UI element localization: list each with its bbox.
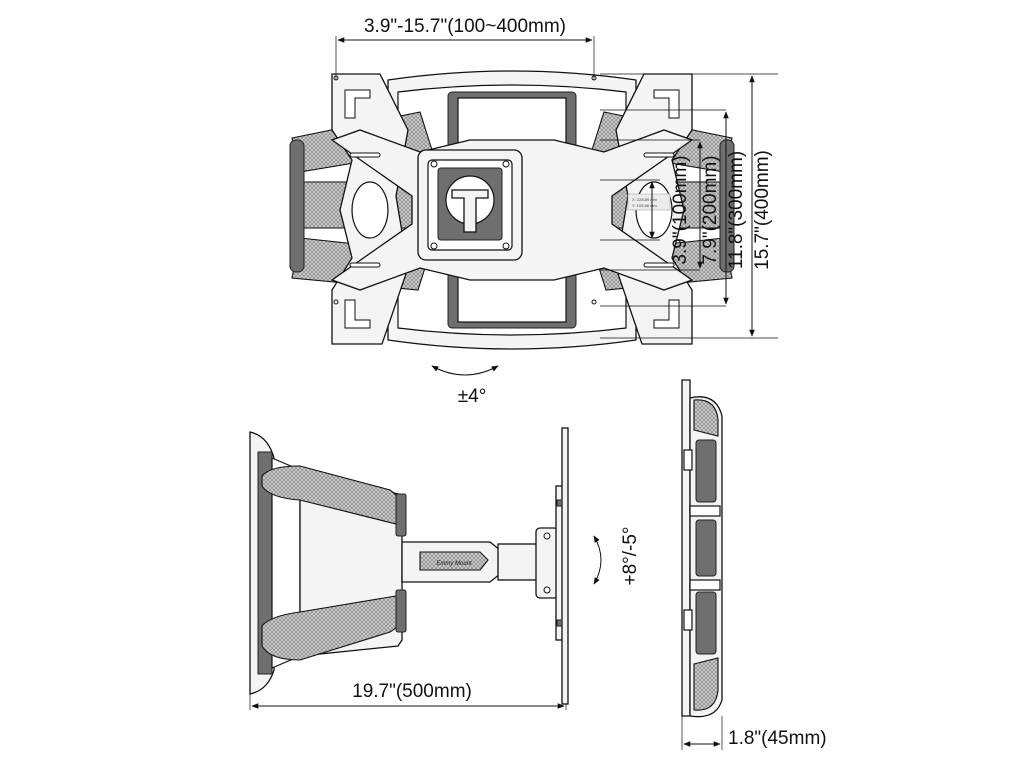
coordinate-y-value: Y: 109.68 mm xyxy=(632,203,657,208)
side-view: Emmy Mount xyxy=(249,427,569,705)
depth-label: 1.8"(45mm) xyxy=(728,728,827,749)
front-view xyxy=(289,70,735,350)
top-width-dimension: 3.9"-15.7"(100~400mm) xyxy=(335,16,595,80)
coordinate-readout: X: 228.89 mm Y: 109.68 mm xyxy=(627,193,671,211)
extension-label: 19.7"(500mm) xyxy=(352,681,472,702)
vertical-300mm-label: 11.8"(300mm) xyxy=(726,151,747,269)
rotation-label: ±4° xyxy=(458,386,487,407)
vertical-dimensions: 3.9"(100mm) 7.9"(200mm) 11.8"(300mm) 15.… xyxy=(600,73,778,339)
tilt-label: +8°/-5° xyxy=(620,526,641,585)
tilt-indicator: +8°/-5° xyxy=(593,526,641,586)
coordinate-x-value: X: 228.89 mm xyxy=(632,197,658,202)
vertical-100mm-label: 3.9"(100mm) xyxy=(670,155,691,264)
top-width-label: 3.9"-15.7"(100~400mm) xyxy=(364,16,566,37)
extension-dimension: 19.7"(500mm) xyxy=(249,681,567,710)
depth-dimension: 1.8"(45mm) xyxy=(681,716,827,750)
brand-label: Emmy Mount xyxy=(436,561,472,567)
vertical-200mm-label: 7.9"(200mm) xyxy=(700,155,721,264)
profile-view xyxy=(681,379,723,718)
vertical-400mm-label: 15.7"(400mm) xyxy=(752,150,773,270)
rotation-indicator: ±4° xyxy=(431,365,499,407)
